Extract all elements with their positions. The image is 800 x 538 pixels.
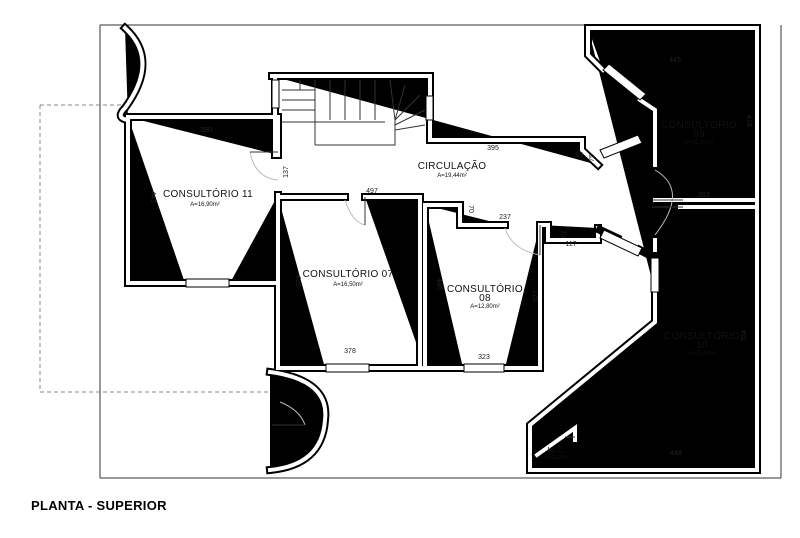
room-area-wc: A=1,46m² — [544, 455, 570, 461]
room-name-c07: CONSULTÓRIO 07 — [303, 267, 394, 280]
dimension-label: 704 — [741, 330, 748, 342]
plan-title: PLANTA - SUPERIOR — [31, 498, 167, 513]
window-c09-top — [602, 63, 647, 101]
dimension-label: 448 — [670, 450, 682, 457]
door-c09-c10 — [654, 169, 673, 236]
window-c11 — [185, 278, 230, 288]
dimension-labels: 380 443 137 497 395 83 75 445 418 282 70… — [149, 57, 752, 457]
dimension-label: 418 — [745, 115, 752, 127]
room-area-c10: A=25,30m² — [687, 351, 717, 357]
dimension-label: 377 — [533, 290, 540, 302]
room-number-c08: 08 — [479, 293, 491, 304]
room-area-c09: A=12,90m² — [684, 140, 714, 146]
room-name-c11: CONSULTÓRIO 11 — [163, 187, 253, 200]
room-name-wc: W.C. — [548, 446, 567, 455]
dimension-label: 70 — [467, 205, 474, 213]
window-stair-right — [425, 95, 434, 121]
dimension-label: 380 — [200, 127, 212, 134]
room-area-c11: A=16,90m² — [190, 202, 220, 208]
room-area-c07: A=16,50m² — [333, 282, 363, 288]
dimension-label: 443 — [149, 191, 156, 203]
door-bottom-left — [279, 401, 306, 426]
dimension-label: 282 — [698, 192, 710, 199]
doors — [249, 151, 683, 438]
room-area-circulacao: A=19,44m² — [437, 173, 467, 179]
dimension-label: 440 — [435, 278, 442, 290]
dimension-label: 395 — [487, 145, 499, 152]
walls — [121, 28, 757, 470]
dimension-label: 323 — [478, 354, 490, 361]
window-c09-corridor — [599, 134, 643, 159]
room-number-c10: 10 — [696, 340, 708, 351]
dimension-label: 439 — [294, 275, 301, 287]
window-c07 — [325, 363, 370, 373]
dimension-label: 445 — [669, 57, 681, 64]
room-name-c10: CONSULTÓRIO — [664, 329, 740, 342]
dimension-label: 237 — [499, 214, 511, 221]
dimension-label: 137 — [283, 166, 290, 178]
window-c10-corridor — [599, 229, 643, 257]
dimension-label: 378 — [344, 348, 356, 355]
dimension-label: 73 — [559, 230, 566, 238]
dimension-label: 497 — [366, 188, 378, 195]
windows — [185, 63, 660, 373]
room-name-c08: CONSULTÓRIO — [447, 282, 523, 295]
room-name-c09: CONSULTÓRIO — [661, 118, 737, 131]
site-boundary — [39, 24, 782, 479]
window-c10 — [650, 257, 660, 293]
door-c11 — [249, 151, 279, 181]
window-c08 — [463, 363, 505, 373]
door-c07 — [344, 199, 366, 226]
room-labels: CONSULTÓRIO 11 A=16,90m² CONSULTÓRIO 07 … — [163, 118, 740, 461]
dimension-label: 117 — [565, 241, 576, 248]
room-number-c09: 09 — [693, 129, 705, 140]
dimension-label: 83 — [575, 152, 583, 159]
dimension-label: 75 — [589, 154, 596, 162]
door-c08 — [504, 227, 541, 256]
room-area-c08: A=12,80m² — [470, 304, 500, 310]
window-stair — [271, 79, 280, 109]
room-name-circulacao: CIRCULAÇÃO — [418, 159, 487, 172]
staircase — [282, 79, 426, 146]
